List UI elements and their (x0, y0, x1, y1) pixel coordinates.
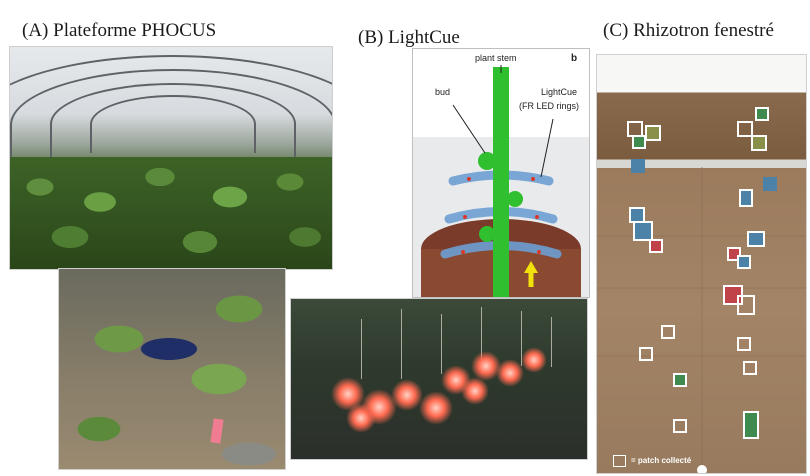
led-dots (461, 177, 541, 254)
tunnel-arch (10, 69, 332, 181)
bud-pointer (452, 104, 486, 154)
panel-a-title: (A) Plateforme PHOCUS (22, 20, 217, 41)
panel-b-title: (B) LightCue (358, 27, 460, 48)
lightcue-diagram-svg (413, 65, 589, 297)
panel-c-title: (C) Rhizotron fenestré (603, 20, 774, 41)
plant-stem-shape (493, 67, 509, 297)
patch-square (743, 361, 757, 375)
bud-shape (507, 191, 523, 207)
yellow-arrow-head (524, 261, 538, 273)
legend-patch-square (613, 455, 626, 467)
patch-square (645, 125, 661, 141)
patch-square (751, 135, 767, 151)
greenhouse-photo (9, 46, 333, 270)
lightcue-pointer (540, 118, 554, 178)
tunnel-arch (50, 83, 296, 165)
patch-square (739, 189, 753, 207)
patch-square (755, 107, 769, 121)
lightcue-label: LightCue (541, 87, 578, 97)
patch-square (747, 231, 765, 247)
plant-label-tag (210, 418, 224, 444)
tunnel-arch (90, 95, 256, 153)
rhizotron-photo: = patch collecté (596, 54, 807, 474)
patch-square (633, 221, 653, 241)
bud-shape (478, 152, 496, 170)
patch-square (737, 295, 755, 315)
patch-square (649, 239, 663, 253)
legend-text: = patch collecté (631, 456, 692, 465)
patch-square (737, 337, 751, 351)
rhizotron-marker (697, 465, 707, 473)
bud-shape (479, 226, 495, 242)
patch-square (631, 159, 645, 173)
plant-stem-label: plant stem (475, 53, 517, 63)
lightcue-diagram: plant stem b bud LightCue (FR LED rings) (412, 48, 590, 298)
patch-square (737, 255, 751, 269)
tunnel-arch (10, 55, 332, 197)
fr-led-label: (FR LED rings) (519, 101, 580, 111)
patch-square (661, 325, 675, 339)
patch-square (743, 411, 759, 439)
patch-square (639, 347, 653, 361)
patch-square (632, 135, 646, 149)
patch-square (763, 177, 777, 191)
plant-rows (10, 157, 332, 269)
plant-closeup-photo (58, 268, 286, 470)
patch-square (673, 419, 687, 433)
diagram-letter: b (571, 53, 578, 64)
bud-label: bud (435, 87, 451, 97)
led-rings-photo (290, 298, 588, 460)
patch-square (673, 373, 687, 387)
patch-square (737, 121, 753, 137)
